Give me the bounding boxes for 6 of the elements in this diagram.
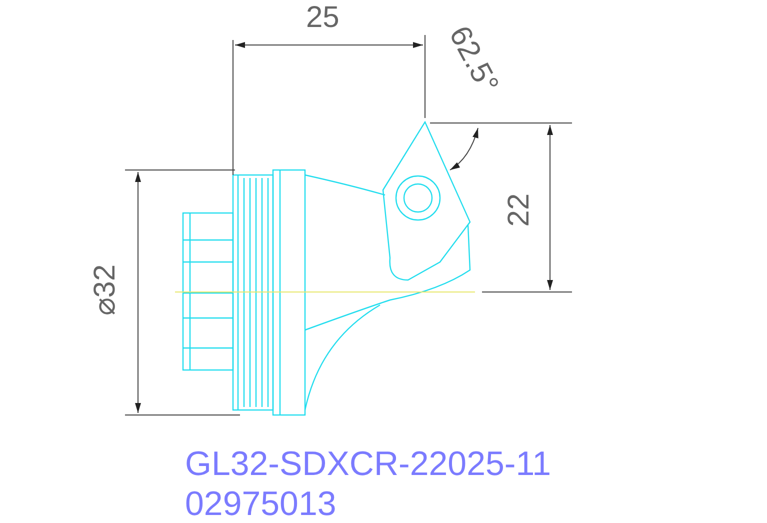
dimension-text: 22 (504, 193, 535, 227)
part-number: GL32-SDXCR-22025-11 (185, 447, 551, 481)
article-number: 02975013 (185, 487, 336, 521)
dimension-text: 62.5° (443, 22, 503, 98)
dimension-text: ⌀32 (90, 264, 121, 316)
dimension-text: 25 (306, 3, 340, 33)
